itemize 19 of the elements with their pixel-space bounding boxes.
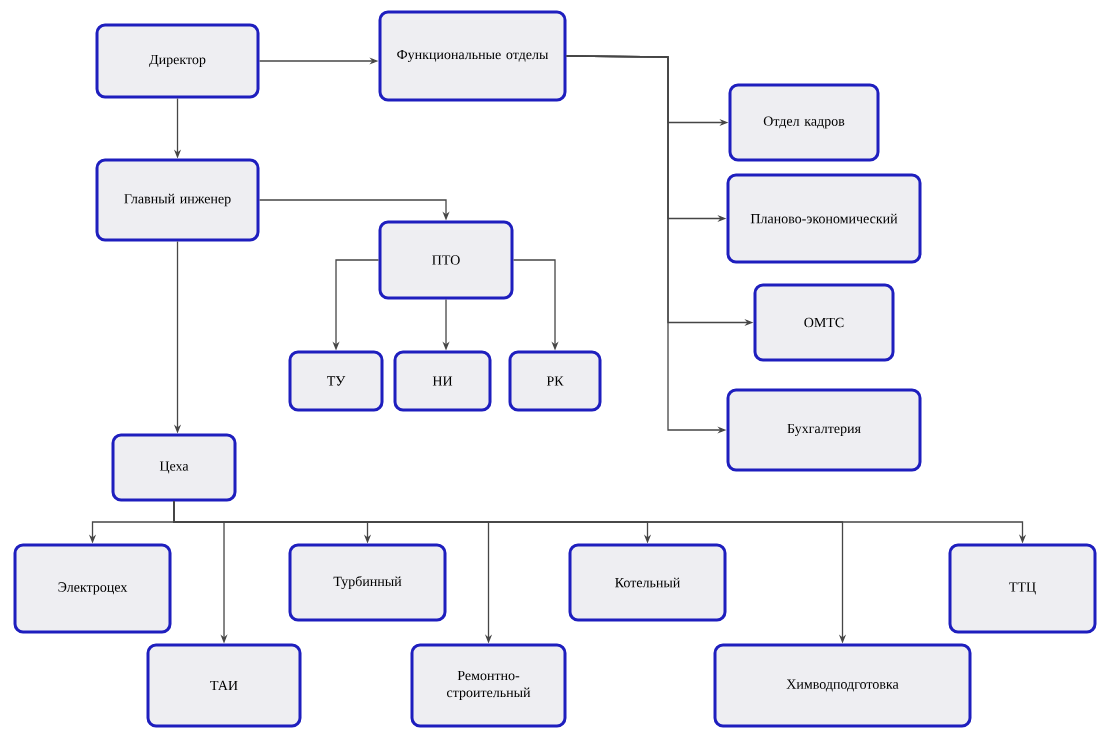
box: Химводподготовка: [713, 643, 972, 728]
box: Турбинный: [288, 543, 447, 622]
box: ТУ: [288, 350, 384, 412]
box: Функциональные отделы: [378, 10, 567, 102]
box: РК: [508, 350, 602, 412]
box: Главный инженер: [95, 158, 260, 242]
box: Цеха: [111, 433, 237, 502]
box: ТАИ: [146, 643, 302, 728]
box: ПТО: [378, 220, 514, 300]
box: ОМТС: [753, 283, 895, 362]
box: Отдел кадров: [728, 83, 880, 162]
box: ТТЦ: [948, 543, 1097, 634]
box: Ремонтно-строительный: [410, 643, 567, 728]
box: Электроцех: [13, 543, 172, 634]
box: Бухгалтерия: [726, 388, 922, 472]
box: НИ: [393, 350, 492, 412]
box: Котельный: [568, 543, 727, 622]
box: Директор: [95, 23, 260, 99]
box: Планово-экономический: [726, 173, 922, 264]
